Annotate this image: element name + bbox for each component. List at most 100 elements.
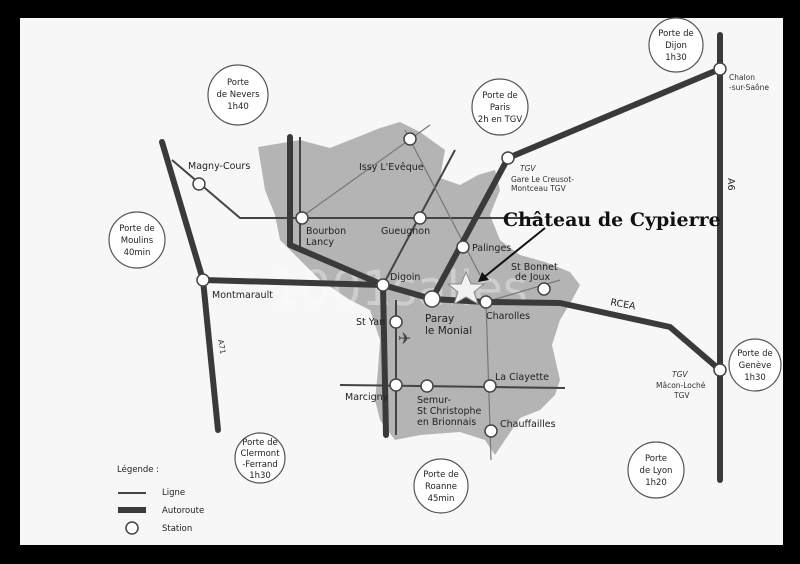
label-montmarault: Montmarault (212, 290, 273, 301)
svg-text:45min: 45min (428, 494, 455, 504)
label-brionnais: en Brionnais (417, 417, 476, 428)
region-shape (258, 122, 580, 455)
stations (192, 62, 727, 438)
label-palinges: Palinges (472, 243, 511, 254)
station-magny-cours (192, 177, 206, 191)
legend: Légende : Ligne Autoroute Station (117, 464, 204, 535)
arrow-head-icon (478, 272, 489, 282)
a6-label: A6 (725, 178, 736, 191)
label-st-yan: St Yan (356, 317, 385, 328)
label-issy: Issy L'Evêque (359, 162, 424, 173)
label-charolles: Charolles (486, 311, 530, 322)
porte-lyon: Porte de Lyon 1h20 (627, 441, 685, 499)
station-gueugnon (413, 211, 427, 225)
station-digoin (376, 278, 390, 292)
svg-text:Roanne: Roanne (425, 482, 457, 492)
svg-text:1h20: 1h20 (645, 478, 667, 488)
svg-text:Dijon: Dijon (665, 41, 687, 51)
station-montmarault (196, 273, 210, 287)
svg-text:Porte: Porte (227, 78, 249, 88)
rcea-label: RCEA (609, 297, 636, 312)
svg-text:1h30: 1h30 (249, 471, 271, 481)
svg-text:1h40: 1h40 (227, 102, 249, 112)
label-chauffailles: Chauffailles (500, 419, 556, 430)
label-montceau: Montceau TGV (511, 184, 567, 193)
star-icon (446, 270, 486, 306)
svg-text:de Lyon: de Lyon (640, 466, 673, 476)
label-semur: Semur- (417, 395, 451, 406)
svg-text:1h30: 1h30 (744, 373, 766, 383)
station-marcigny (389, 378, 403, 392)
label-digoin: Digoin (390, 272, 420, 283)
label-creusot: Gare Le Creusot- (511, 175, 574, 184)
svg-text:de Nevers: de Nevers (216, 90, 260, 100)
station-semur (420, 379, 434, 393)
station-creusot-tgv (501, 151, 515, 165)
station-macon-tgv (713, 363, 727, 377)
label-macon: Mâcon-Loché (656, 381, 706, 390)
svg-text:2h en TGV: 2h en TGV (478, 115, 523, 125)
station-chauffailles (484, 424, 498, 438)
station-chalon (713, 62, 727, 76)
chateau-title: Château de Cypierre (503, 209, 721, 231)
station-st-yan (389, 315, 403, 329)
legend-station-swatch (125, 521, 139, 535)
svg-text:1h30: 1h30 (665, 53, 687, 63)
label-le-monial: le Monial (425, 325, 472, 337)
autoroute (287, 134, 386, 288)
label-la-clayette: La Clayette (495, 372, 549, 383)
legend-station: Station (162, 524, 192, 534)
label-bourbon: Bourbon (306, 226, 346, 237)
label-sur-saone: -sur-Saône (729, 83, 769, 92)
station-la-clayette (483, 379, 497, 393)
svg-text:Clermont: Clermont (240, 449, 280, 459)
svg-text:Porte de: Porte de (119, 224, 154, 234)
station-palinges (456, 240, 470, 254)
label-marcigny: Marcigny (345, 392, 389, 403)
station-bourbon-lancy (295, 211, 309, 225)
label-paray: Paray (425, 313, 454, 325)
label-lancy: Lancy (306, 237, 334, 248)
svg-text:Paris: Paris (490, 103, 511, 113)
svg-text:40min: 40min (124, 248, 151, 258)
svg-text:Porte: Porte (645, 454, 667, 464)
label-de-joux: de Joux (515, 272, 551, 283)
porte-dijon: Porte de Dijon 1h30 (648, 17, 704, 73)
airplane-icon: ✈ (398, 329, 411, 348)
station-charolles (479, 295, 493, 309)
svg-text:-Ferrand: -Ferrand (242, 460, 278, 470)
legend-title: Légende : (117, 464, 159, 475)
autoroute (380, 282, 389, 438)
svg-text:Porte de: Porte de (658, 29, 693, 39)
svg-text:Porte de: Porte de (242, 438, 277, 448)
tgv-logo: TGV (520, 164, 536, 173)
legend-autoroute: Autoroute (162, 506, 204, 516)
svg-text:Genève: Genève (739, 360, 772, 371)
station-issy (403, 132, 417, 146)
porte-paris: Porte de Paris 2h en TGV (471, 78, 529, 136)
svg-text:Porte de: Porte de (423, 470, 458, 480)
porte-nevers: Porte de Nevers 1h40 (207, 64, 269, 126)
porte-moulins: Porte de Moulins 40min (108, 211, 166, 269)
a71-label: A71 (216, 339, 227, 355)
station-paray (423, 290, 441, 308)
porte-roanne: Porte de Roanne 45min (413, 458, 469, 514)
rail-line (339, 384, 566, 389)
station-st-bonnet (537, 282, 551, 296)
legend-ligne: Ligne (162, 488, 185, 498)
tgv-logo: TGV (672, 370, 688, 379)
label-chalon: Chalon (729, 73, 755, 82)
arrow-icon (482, 227, 546, 279)
svg-text:Porte de: Porte de (482, 91, 517, 101)
label-magny: Magny-Cours (188, 161, 250, 172)
label-macon-tgv: TGV (673, 391, 690, 400)
label-st-christophe: St Christophe (417, 406, 482, 417)
svg-text:Moulins: Moulins (121, 236, 154, 246)
label-st-bonnet: St Bonnet (511, 262, 558, 273)
svg-text:Porte de: Porte de (737, 349, 772, 359)
label-gueugnon: Gueugnon (381, 226, 430, 237)
